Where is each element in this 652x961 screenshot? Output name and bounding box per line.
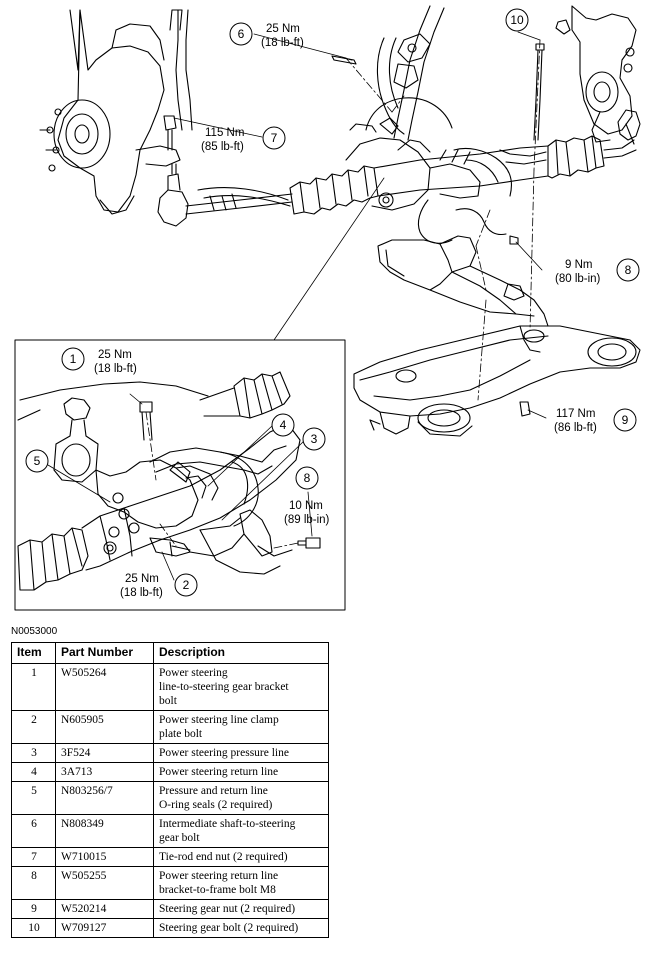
- description-cell: Power steering pressure line: [153, 743, 329, 763]
- intermediate-shaft-drawing: [331, 5, 445, 141]
- item-cell: 1: [11, 663, 56, 711]
- callout-8-torque-nm: 9 Nm: [565, 259, 592, 271]
- part-number-cell: W520214: [55, 899, 154, 919]
- item-cell: 10: [11, 918, 56, 938]
- item-cell: 7: [11, 847, 56, 867]
- callout-8-number: 8: [625, 263, 632, 277]
- alignment-lines-main: [345, 39, 541, 401]
- detail-callout-1-torque-nm: 25 Nm: [98, 349, 132, 361]
- description-cell: Power steering return line: [153, 762, 329, 782]
- steering-rack-drawing: [289, 137, 549, 215]
- right-boot-drawing: [547, 109, 641, 179]
- callout-6-torque-nm: 25 Nm: [266, 23, 300, 35]
- table-row: 5 N803256/7 Pressure and return line O-r…: [11, 781, 329, 815]
- detail-callout-5-number: 5: [34, 454, 41, 468]
- part-number-cell: 3F524: [55, 743, 154, 763]
- item-cell: 6: [11, 814, 56, 848]
- description-cell: Steering gear bolt (2 required): [153, 918, 329, 938]
- callout-7-number: 7: [271, 131, 278, 145]
- table-row: 3 3F524 Power steering pressure line: [11, 743, 329, 763]
- callout-7-torque-imperial: (85 lb-ft): [201, 141, 244, 153]
- description-cell: Steering gear nut (2 required): [153, 899, 329, 919]
- alignment-lines-detail: [145, 411, 299, 549]
- leader-lines-main: [173, 31, 547, 419]
- callout-6-circle: [229, 22, 253, 46]
- table-row: 6 N808349 Intermediate shaft-to-steering…: [11, 814, 329, 848]
- detail-callout-2-torque-imperial: (18 lb-ft): [120, 587, 163, 599]
- detail-callout-1-number: 1: [70, 352, 77, 366]
- callout-8-circle: [616, 258, 640, 282]
- table-row: 10 W709127 Steering gear bolt (2 require…: [11, 918, 329, 938]
- detail-inset-frame: [14, 339, 346, 611]
- left-tie-rod-end-drawing: [157, 163, 293, 227]
- detail-callout-2-circle: [174, 573, 198, 597]
- table-row: 1 W505264 Power steering line-to-steerin…: [11, 663, 329, 711]
- item-cell: 2: [11, 710, 56, 744]
- detail-callout-8-torque-imperial: (89 lb-in): [284, 514, 330, 526]
- description-cell: Tie-rod end nut (2 required): [153, 847, 329, 867]
- description-cell: Power steering return line bracket-to-fr…: [153, 866, 329, 900]
- detail-callout-1-torque-imperial: (18 lb-ft): [94, 363, 137, 375]
- table-header-row: Item Part Number Description: [11, 642, 329, 664]
- callout-7-torque-nm: 115 Nm: [205, 127, 244, 139]
- item-cell: 9: [11, 899, 56, 919]
- item-cell: 4: [11, 762, 56, 782]
- detail-callout-4-number: 4: [280, 418, 287, 432]
- part-number-cell: W505264: [55, 663, 154, 711]
- part-number-cell: N605905: [55, 710, 154, 744]
- detail-callout-3-number: 3: [311, 432, 318, 446]
- part-number-cell: N808349: [55, 814, 154, 848]
- callout-9-torque-imperial: (86 lb-ft): [554, 422, 597, 434]
- table-row: 7 W710015 Tie-rod end nut (2 required): [11, 847, 329, 867]
- detail-callout-1-circle: [61, 347, 85, 371]
- steering-gear-diagram: 6 10 7 8 9 1 4 3 5 8 2 25 Nm (18 lb-ft) …: [14, 5, 641, 611]
- item-cell: 3: [11, 743, 56, 763]
- callout-10-number: 10: [510, 13, 524, 27]
- leader-lines-detail: [47, 393, 313, 581]
- detail-callout-8-torque-nm: 10 Nm: [289, 500, 323, 512]
- column-header-item: Item: [11, 642, 56, 664]
- callout-9-number: 9: [622, 413, 629, 427]
- small-bolts-main: [163, 115, 531, 417]
- detail-callout-3-circle: [302, 427, 326, 451]
- callout-6-number: 6: [238, 27, 245, 41]
- callout-6-torque-imperial: (18 lb-ft): [261, 37, 304, 49]
- table-row: 9 W520214 Steering gear nut (2 required): [11, 899, 329, 919]
- detail-callout-8-circle: [295, 466, 319, 490]
- column-header-description: Description: [153, 642, 329, 664]
- table-row: 8 W505255 Power steering return line bra…: [11, 866, 329, 900]
- callout-10-circle: [505, 8, 529, 32]
- column-header-part-number: Part Number: [55, 642, 154, 664]
- callout-7-circle: [262, 126, 286, 150]
- description-cell: Power steering line clamp plate bolt: [153, 710, 329, 744]
- left-knuckle-drawing: [39, 9, 193, 215]
- bolt-10-drawing: [533, 43, 545, 141]
- callout-9-circle: [613, 408, 637, 432]
- detail-callout-2-number: 2: [183, 578, 190, 592]
- detail-drawing: [17, 371, 321, 591]
- parts-table: Item Part Number Description 1 W505264 P…: [11, 642, 329, 938]
- part-number-cell: W709127: [55, 918, 154, 938]
- callout-9-torque-nm: 117 Nm: [556, 408, 595, 420]
- description-cell: Pressure and return line O-ring seals (2…: [153, 781, 329, 815]
- detail-callout-8-number: 8: [304, 471, 311, 485]
- description-cell: Power steering line-to-steering gear bra…: [153, 663, 329, 711]
- table-row: 4 3A713 Power steering return line: [11, 762, 329, 782]
- detail-callout-2-torque-nm: 25 Nm: [125, 573, 159, 585]
- item-cell: 8: [11, 866, 56, 900]
- detail-callout-5-circle: [25, 449, 49, 473]
- figure-id: N0053000: [11, 626, 58, 637]
- description-cell: Intermediate shaft-to-steering gear bolt: [153, 814, 329, 848]
- part-number-cell: N803256/7: [55, 781, 154, 815]
- part-number-cell: W505255: [55, 866, 154, 900]
- callout-8-torque-imperial: (80 lb-in): [555, 273, 601, 285]
- right-knuckle-drawing: [555, 5, 637, 143]
- detail-callout-4-circle: [271, 413, 295, 437]
- subframe-drawing: [353, 235, 641, 437]
- table-row: 2 N605905 Power steering line clamp plat…: [11, 710, 329, 744]
- part-number-cell: W710015: [55, 847, 154, 867]
- part-number-cell: 3A713: [55, 762, 154, 782]
- item-cell: 5: [11, 781, 56, 815]
